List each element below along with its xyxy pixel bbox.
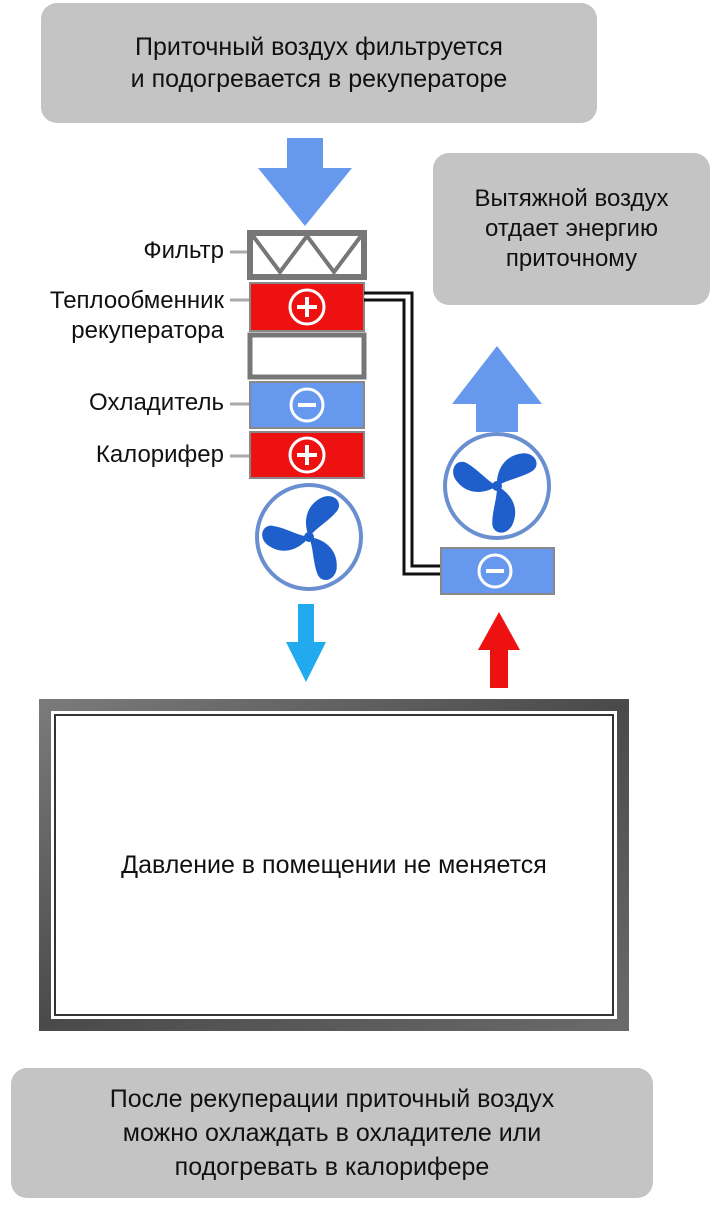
info-bubble-supply: Приточный воздух фильтруется и подогрева… [41,3,597,123]
label-cooler: Охладитель [89,389,224,416]
exhaust-cooler-block [440,547,555,595]
label-filter: Фильтр [143,237,224,264]
heater-block [249,431,365,479]
info-bubble-exhaust-text: Вытяжной воздух отдает энергию приточном… [474,185,669,272]
arrow-icon [286,604,326,682]
info-bubble-after-recuperation-text: После рекуперации приточный воздух можно… [109,1085,555,1181]
heat-pipe [364,291,441,576]
label-heat-exchanger: Теплообменник рекуператора [49,287,224,344]
room-pressure-label: Давление в помещении не меняется [121,850,547,879]
info-bubble-supply-text: Приточный воздух фильтруется и подогрева… [130,33,508,93]
label-heater: Калорифер [95,441,224,468]
info-bubble-after-recuperation: После рекуперации приточный воздух можно… [11,1068,653,1198]
leader-lines [230,250,250,458]
heat-exchanger-block [249,282,365,332]
minus-circle-icon [477,553,513,589]
plus-circle-icon [288,436,326,474]
arrow-icon [258,138,352,226]
fan-icon [433,430,551,543]
empty-section-block [247,332,367,380]
arrow-icon [452,346,542,432]
minus-circle-icon [289,387,325,423]
cooler-block [249,381,365,429]
plus-circle-icon [288,288,326,326]
fan-icon [255,483,363,591]
room-frame [39,699,629,1031]
info-bubble-exhaust: Вытяжной воздух отдает энергию приточном… [433,153,710,305]
filter-block [247,230,367,280]
room-pressure-text: Давление в помещении не меняется [40,700,628,1030]
arrow-icon [478,612,520,688]
